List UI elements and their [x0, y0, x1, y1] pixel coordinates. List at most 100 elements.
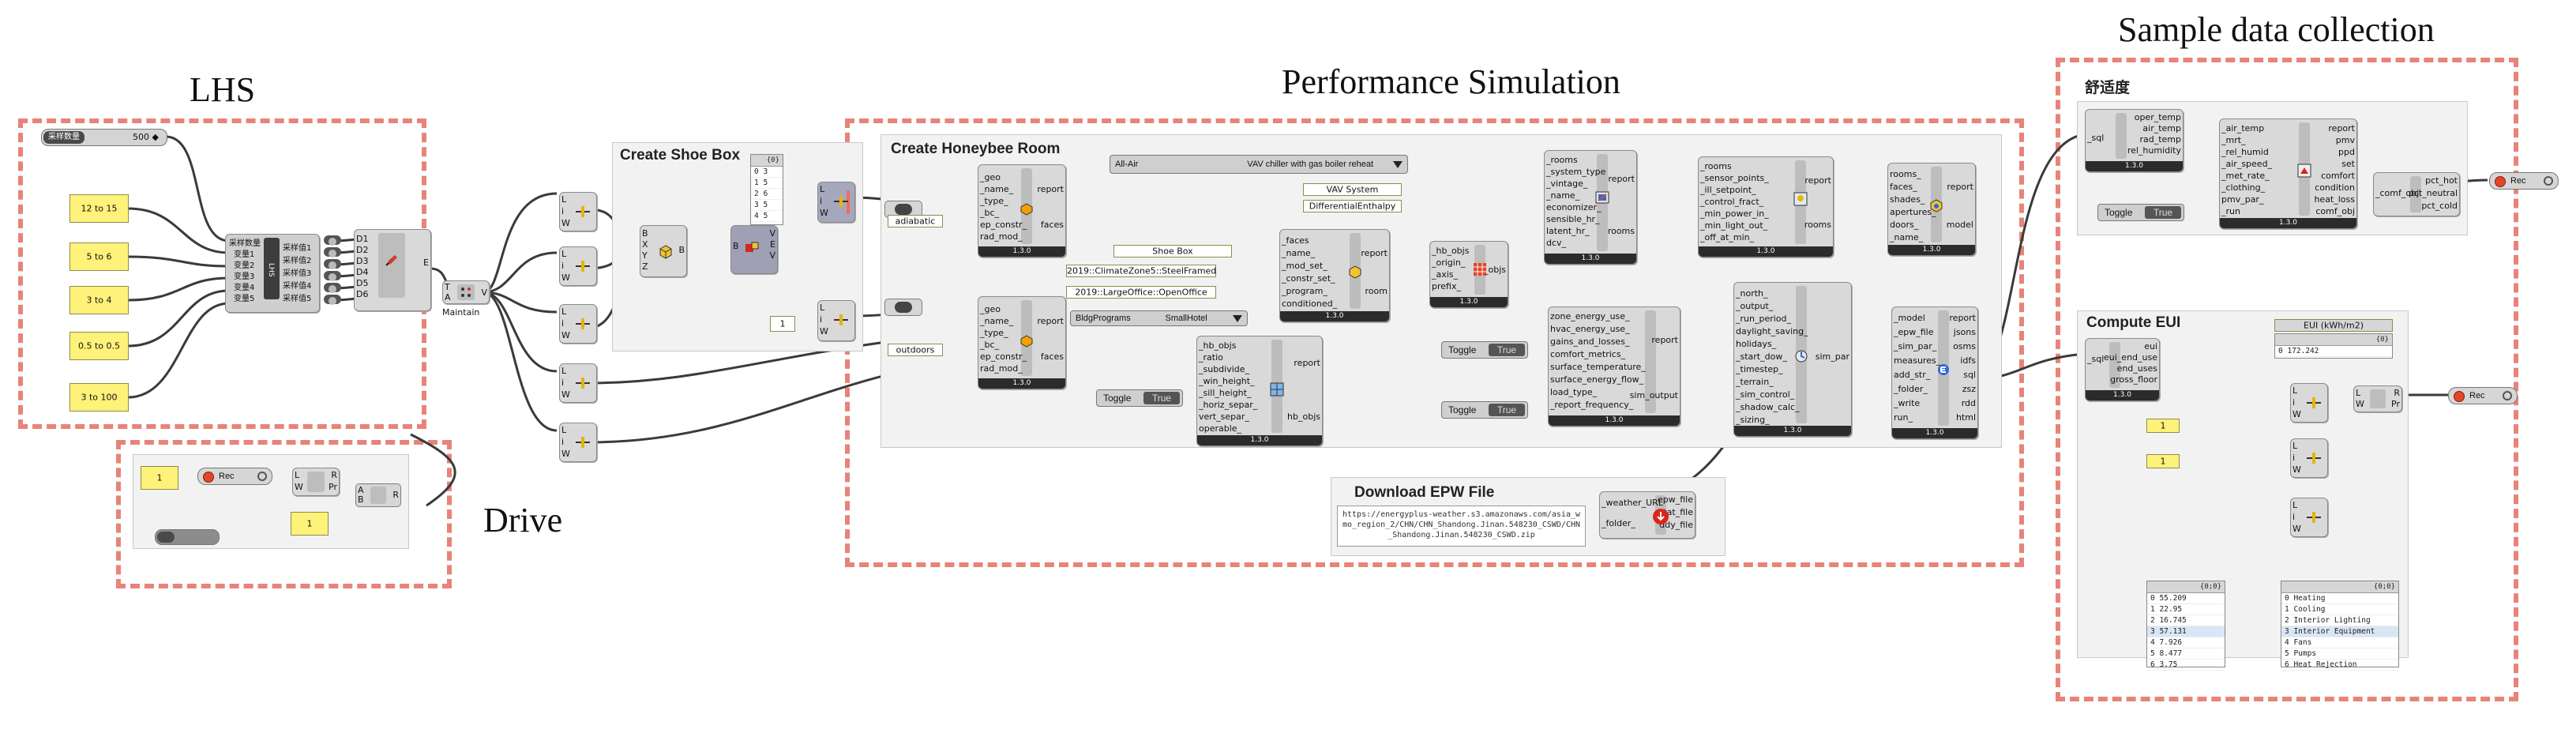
eui-value-panel[interactable]: {0} 0 172.242	[2274, 333, 2393, 359]
performance-title: Performance Simulation	[1282, 62, 1620, 101]
relay-1[interactable]	[324, 235, 341, 246]
drive-panel-1[interactable]: 1	[141, 466, 178, 490]
divide-icon	[576, 318, 590, 329]
list-item-icon	[834, 196, 848, 207]
comfort-pct-component[interactable]: _comf_obj pct_hot pct_neutral pct_cold	[2373, 172, 2460, 216]
point-2[interactable]: L i W	[559, 246, 597, 286]
timer-icon	[157, 532, 175, 543]
output-toggle[interactable]: Toggle True	[1441, 341, 1528, 359]
comfort-icon	[2297, 164, 2311, 178]
list-item-icon	[834, 314, 848, 325]
eui-title-panel[interactable]: EUI (kWh/m2)	[2274, 319, 2393, 332]
shoebox-index-panel[interactable]: 1	[770, 316, 795, 332]
shoebox-title: Create Shoe Box	[620, 147, 741, 164]
hvac-component[interactable]: _rooms _system_type _vintage_ _name_ eco…	[1544, 150, 1637, 265]
program-panel[interactable]: 2019::LargeOffice::OpenOffice	[1066, 286, 1216, 299]
end-use-values-panel[interactable]: {0;0} 0 55.209 1 22.95 2 16.745 3 57.131…	[2146, 581, 2225, 671]
eui-index-panel-1[interactable]: 1	[2146, 419, 2180, 433]
read-result-component[interactable]: _sql oper_temp air_temp rad_temp rel_hum…	[2085, 109, 2184, 172]
range-panel-2[interactable]: 5 to 6	[69, 242, 129, 271]
drive-addition[interactable]: L W R Pr	[292, 468, 340, 496]
point-3[interactable]: L i W	[559, 304, 597, 344]
eui-merge-component[interactable]: L W R Pr	[2353, 385, 2402, 412]
lhs-component[interactable]: 采样数量 变量1 变量2 变量3 变量4 变量5 LHS 采样值1 采样值2 采…	[225, 234, 320, 313]
epw-url-panel[interactable]: https://energyplus-weather.s3.amazonaws.…	[1337, 506, 1586, 547]
end-use-names-panel[interactable]: {0;0} 0 Heating 1 Cooling 2 Interior Lig…	[2281, 581, 2399, 671]
sim-par-component[interactable]: _north_ _output_ _run_period_ daylight_s…	[1733, 282, 1852, 437]
hvac-icon	[1595, 191, 1609, 204]
eui-title: Compute EUI	[2086, 314, 2181, 331]
point-5[interactable]: L i W	[559, 423, 597, 462]
point-4[interactable]: L i W	[559, 363, 597, 403]
shoebox-list-panel[interactable]: {0} 0 3 1 5 2 6 3 5 4 5	[750, 154, 783, 225]
model-component[interactable]: rooms_ faces_ shades_ apertures_ doors_ …	[1887, 163, 1976, 256]
drive-merge[interactable]: A B R	[355, 483, 401, 507]
comfort-recorder[interactable]: Rec	[2489, 172, 2559, 190]
explode-icon	[745, 242, 759, 252]
bldg-programs-list[interactable]: BldgPrograms SmallHotel	[1070, 310, 1248, 326]
lhs-title: LHS	[190, 70, 256, 109]
shoebox-name-panel[interactable]: Shoe Box	[1113, 245, 1232, 257]
geo-param-2[interactable]	[884, 299, 922, 316]
lhs-core-label: LHS	[267, 263, 275, 277]
lighting-component[interactable]: _rooms _sensor_points_ _ill_setpoint_ _c…	[1698, 156, 1834, 257]
construction-set-panel[interactable]: 2019::ClimateZone5::SteelFramed	[1066, 265, 1217, 277]
drive-timer[interactable]	[155, 529, 220, 545]
range-panel-3[interactable]: 3 to 4	[69, 286, 129, 314]
economizer-panel[interactable]: DifferentialEnthalpy	[1303, 200, 1402, 212]
maintain-component[interactable]: T A V	[442, 280, 490, 304]
record-icon	[203, 472, 214, 483]
face-component-2[interactable]: _geo _name_ _type_ _bc_ ep_constr_ rad_m…	[978, 296, 1066, 389]
face-component-1[interactable]: _geo _name_ _type_ _bc_ ep_constr_ rad_m…	[978, 164, 1066, 257]
eui-index-panel-2[interactable]: 1	[2146, 454, 2180, 468]
chevron-down-icon	[1393, 161, 1403, 168]
range-panel-4[interactable]: 0.5 to 0.5	[69, 332, 129, 360]
daylight-icon	[1793, 192, 1808, 206]
list-component[interactable]: D1 D2 D3 D4 D5 D6 E	[354, 229, 431, 311]
drive-section-border	[116, 440, 452, 588]
magnifier-icon	[257, 472, 267, 481]
room-icon	[1349, 265, 1361, 279]
drive-recorder[interactable]: Rec	[197, 468, 272, 485]
relay-2[interactable]	[324, 247, 341, 257]
sim-output-component[interactable]: zone_energy_use_ hvac_energy_use_ gains_…	[1548, 306, 1680, 427]
point-1[interactable]: L i W	[559, 192, 597, 231]
drive-panel-2[interactable]: 1	[291, 512, 329, 536]
eui-recorder[interactable]: Rec	[2448, 387, 2518, 404]
list-item-icon	[2307, 397, 2321, 408]
comfort-toggle[interactable]: Toggle True	[2097, 204, 2184, 221]
room-from-faces[interactable]: _faces _name_ _mod_set_ _constr_set_ _pr…	[1279, 229, 1390, 322]
range-panel-5[interactable]: 3 to 100	[69, 383, 129, 412]
hvac-value-list[interactable]: All-Air VAV chiller with gas boiler rehe…	[1110, 155, 1408, 174]
list-item-icon	[2307, 512, 2321, 523]
download-epw-component[interactable]: _weather_URL _folder_ epw_file stat_file…	[1599, 491, 1695, 539]
list-item-component-2[interactable]: L i W	[817, 300, 855, 341]
aperture-component[interactable]: _hb_objs _ratio _subdivide_ _win_height_…	[1196, 336, 1323, 446]
relay-4[interactable]	[324, 271, 341, 281]
relay-3[interactable]	[324, 259, 341, 269]
list-item-component-1[interactable]: L i W	[817, 182, 855, 223]
slider-value: 500 ◆	[133, 132, 159, 142]
box-component[interactable]: B X Y Z B	[640, 225, 687, 277]
eui-list-item-2[interactable]: L i W	[2290, 438, 2328, 478]
sample-count-slider[interactable]: 采样数量 500 ◆	[41, 129, 167, 146]
aperture-toggle[interactable]: Toggle True	[1096, 389, 1183, 407]
hexagon-icon	[1020, 203, 1033, 216]
range-panel-1[interactable]: 12 to 15	[69, 194, 129, 223]
relay-6[interactable]	[324, 295, 341, 305]
divide-icon	[576, 437, 590, 448]
outdoors-panel[interactable]: outdoors	[888, 344, 943, 356]
vav-system-panel[interactable]: VAV System	[1303, 183, 1402, 196]
eui-list-item-3[interactable]: L i W	[2290, 498, 2328, 537]
magnifier-icon	[2544, 176, 2553, 186]
grid-icon	[461, 288, 471, 297]
eui-list-item-1[interactable]: L i W	[2290, 383, 2328, 423]
adiabatic-panel[interactable]: adiabatic	[888, 215, 943, 227]
orient-component[interactable]: _hb_objs _origin_ _axis_ prefix_ hb_objs…	[1429, 241, 1508, 308]
sim-toggle[interactable]: Toggle True	[1441, 401, 1528, 419]
explode-component[interactable]: B V E V	[730, 225, 778, 274]
run-simulation-component[interactable]: _model _epw_file _sim_par_ measures_ add…	[1891, 306, 1978, 439]
pmv-component[interactable]: _air_temp _mrt_ _rel_humid _air_speed_ _…	[2219, 118, 2357, 229]
eui-component[interactable]: _sql eui eui_end_use end_uses gross_floo…	[2085, 338, 2160, 401]
relay-5[interactable]	[324, 283, 341, 293]
